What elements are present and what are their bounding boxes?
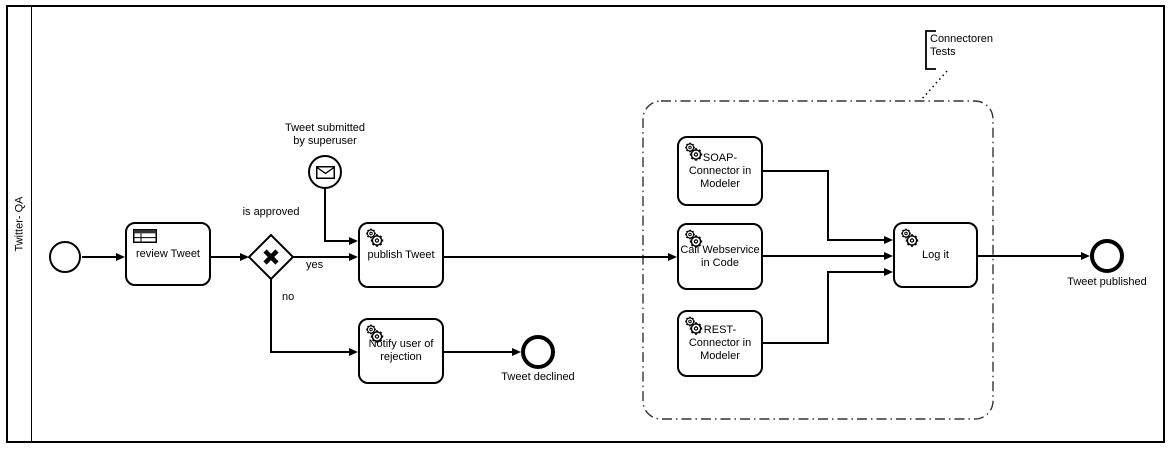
- task-label: SOAP-Connector in Modeler: [688, 151, 752, 190]
- end-event-label: Tweet declined: [501, 371, 575, 383]
- task-label: REST-Connector in Modeler: [688, 324, 752, 362]
- service-task-gear-icon: [899, 227, 921, 249]
- task-call-webservice: Call Webservice in Code: [677, 223, 763, 290]
- message-envelope-icon: [315, 165, 335, 179]
- service-task-gear-icon: [364, 227, 386, 249]
- task-publish-tweet: publish Tweet: [358, 222, 444, 288]
- group-connector-tests: [642, 100, 994, 420]
- flow-label-no: no: [282, 291, 295, 303]
- gateway-x-icon: [263, 249, 279, 265]
- service-task-gear-icon: [683, 228, 705, 250]
- flow-message-to-publish: [324, 189, 350, 242]
- service-task-gear-icon: [683, 141, 705, 163]
- task-label: Call Webservice in Code: [680, 243, 760, 269]
- flow-gateway-no: [270, 279, 350, 353]
- exclusive-gateway: [247, 233, 295, 281]
- flow-rest-to-log: [763, 271, 885, 344]
- task-label: publish Tweet: [367, 248, 435, 261]
- association-line: [920, 70, 948, 101]
- task-notify-rejection: Notify user of rejection: [358, 318, 444, 384]
- end-event-tweet-published: [1090, 239, 1124, 273]
- flow-label-yes: yes: [306, 259, 324, 271]
- message-start-event: [308, 155, 342, 189]
- task-label: review Tweet: [136, 247, 200, 260]
- annotation-bracket: [925, 30, 936, 70]
- start-event: [49, 241, 81, 273]
- flow-arrowheads: [116, 236, 1090, 356]
- task-rest-connector: REST-Connector in Modeler: [677, 310, 763, 377]
- gateway-label: is approved: [242, 206, 300, 218]
- task-log-it: Log it: [893, 222, 978, 288]
- message-event-label: Tweet submitted by superuser: [284, 122, 366, 147]
- sequence-flows: [82, 170, 1082, 353]
- service-task-gear-icon: [683, 315, 705, 337]
- flow-soap-to-log: [763, 170, 885, 241]
- pool-label-strip: Twitter- QA: [8, 7, 32, 441]
- task-soap-connector: SOAP-Connector in Modeler: [677, 136, 763, 206]
- end-event-tweet-declined: [521, 335, 555, 369]
- task-review-tweet: review Tweet: [125, 222, 211, 286]
- task-label: Log it: [922, 248, 949, 261]
- end-event-label: Tweet published: [1067, 276, 1147, 288]
- business-rule-task-icon: [133, 229, 157, 243]
- service-task-gear-icon: [364, 323, 386, 345]
- annotation-connectoren-tests: Connectoren Tests: [930, 33, 993, 58]
- task-label: Notify user of rejection: [368, 338, 434, 363]
